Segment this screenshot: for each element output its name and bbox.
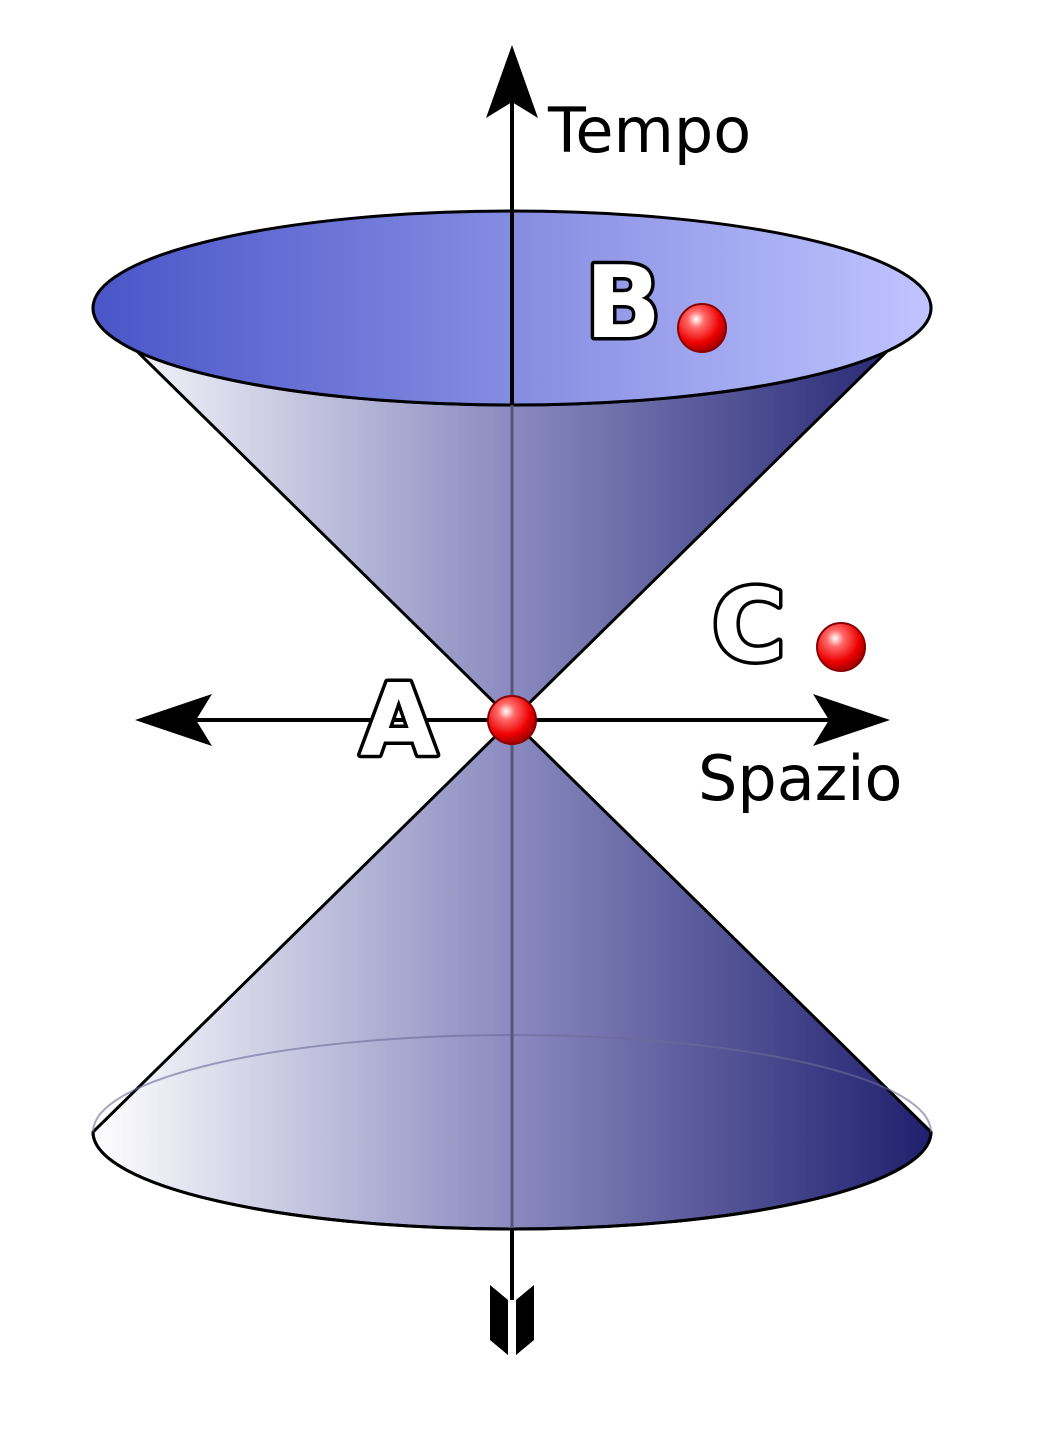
event-c-label: C: [712, 567, 785, 684]
event-a-label: A: [360, 662, 437, 779]
space-axis-label: Spazio: [698, 742, 902, 815]
time-axis-label: Tempo: [547, 94, 751, 167]
event-b-label: B: [585, 244, 661, 361]
event-a-point: [488, 696, 536, 744]
event-c: C: [712, 567, 865, 684]
event-c-point: [817, 623, 865, 671]
event-b-point: [678, 304, 726, 352]
